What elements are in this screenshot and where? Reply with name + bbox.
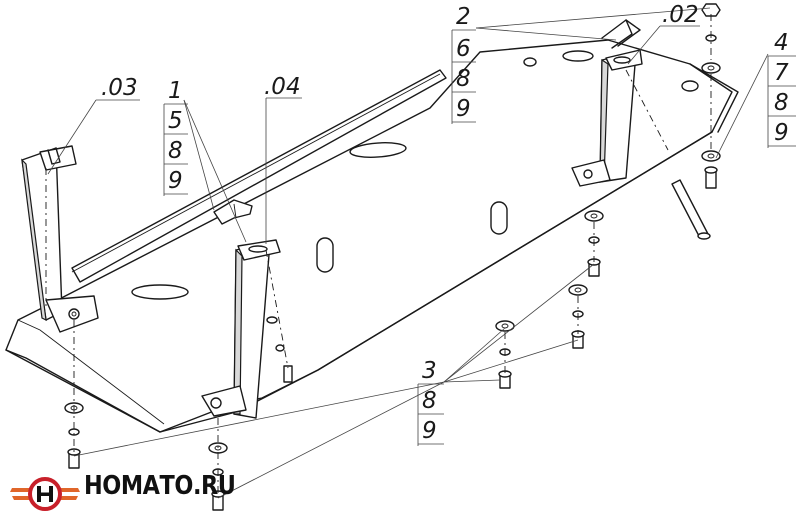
callout-04: .04 (264, 74, 301, 100)
nut (701, 3, 721, 17)
label-04: .04 (264, 74, 301, 100)
slot-hole (349, 142, 407, 158)
flat-washer (701, 62, 721, 74)
callout-03: .03 (101, 75, 138, 101)
callout-group-left: 1 5 8 9 (163, 78, 188, 196)
skid-plate (5, 39, 739, 433)
callout-group-bottom: 3 8 9 (417, 358, 444, 446)
callout-number: 9 (168, 168, 183, 194)
logo-emblem-icon (10, 477, 80, 511)
callout-number: 3 (422, 358, 437, 384)
callout-number: 5 (168, 108, 183, 134)
bracket-02 (571, 19, 643, 187)
leader-lines (47, 7, 769, 499)
callout-number: 9 (422, 418, 437, 444)
logo-text: НОМАТО.RU (84, 471, 236, 501)
callout-number: 9 (774, 120, 789, 146)
callout-number: 1 (168, 78, 183, 104)
bracket-03 (21, 145, 99, 333)
callout-number: 7 (774, 60, 789, 86)
homato-logo: НОМАТО.RU (8, 468, 240, 516)
callout-02: .02 (662, 2, 699, 28)
callout-number: 2 (456, 4, 471, 30)
slot-hole (131, 284, 189, 300)
slot-hole (523, 57, 537, 67)
callout-number: 8 (422, 388, 437, 414)
slot-hole (681, 80, 699, 92)
callout-number: 8 (456, 66, 471, 92)
callout-number: 8 (168, 138, 183, 164)
callout-number: 6 (456, 36, 471, 62)
callout-number: 8 (774, 90, 789, 116)
label-03: .03 (101, 75, 138, 101)
callout-group-top: 2 6 8 9 (451, 4, 476, 124)
center-lines (45, 14, 712, 494)
slot-hole (562, 50, 594, 62)
slot-hole (490, 201, 508, 235)
callout-group-right: 4 7 8 9 (767, 30, 796, 148)
bolt-head (68, 308, 80, 320)
long-bolt (671, 179, 711, 240)
label-02: .02 (662, 2, 699, 28)
callout-number: 9 (456, 96, 471, 122)
bracket-04 (201, 239, 281, 419)
callout-number: 4 (774, 30, 789, 56)
slot-hole (316, 237, 334, 273)
